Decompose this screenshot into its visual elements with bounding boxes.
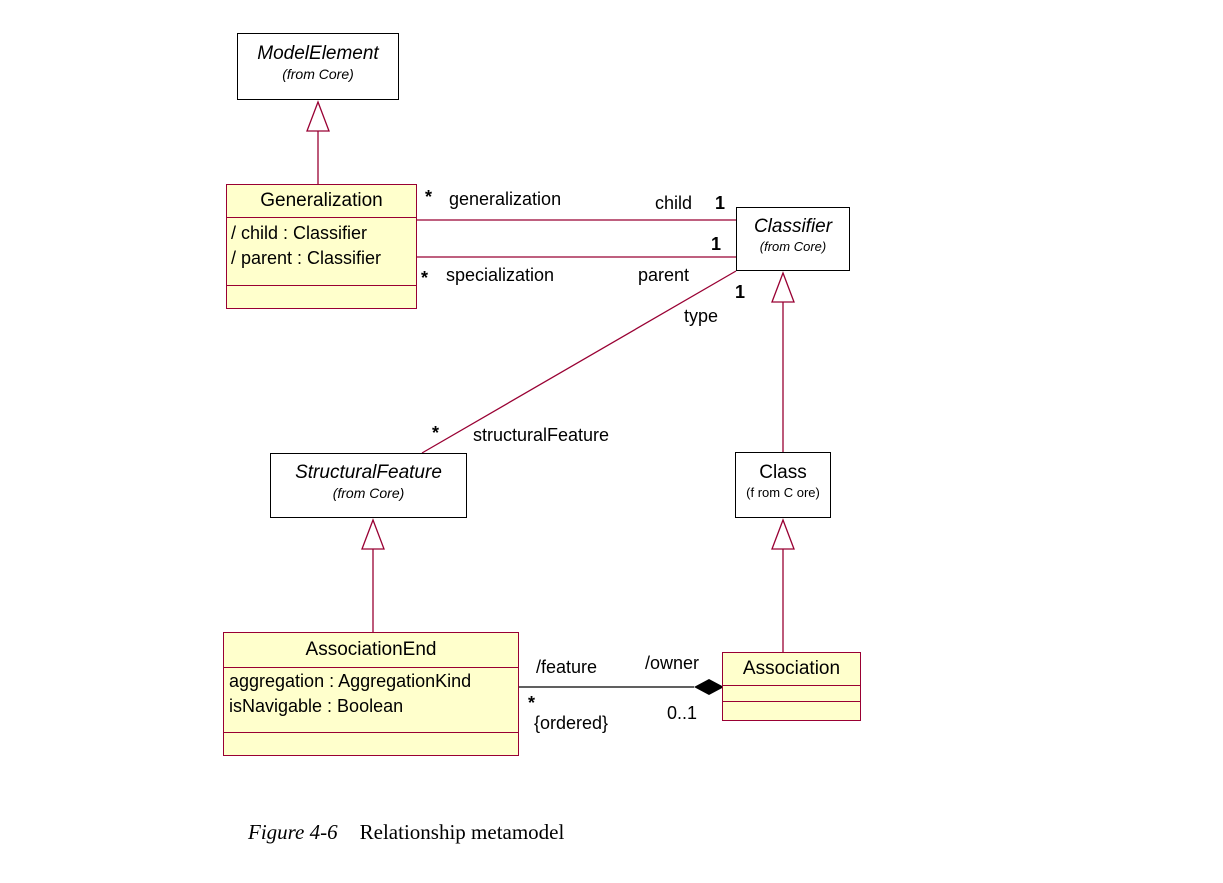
class-name: Class bbox=[759, 462, 807, 483]
association-attributes bbox=[723, 685, 860, 686]
association-type-line bbox=[421, 270, 737, 454]
classifier-stereo: (from Core) bbox=[759, 239, 827, 254]
child-target-role: child bbox=[655, 193, 693, 213]
inheritance-associationend-to-structuralfeature bbox=[361, 518, 385, 632]
inheritance-association-to-class bbox=[771, 518, 795, 652]
parent-target-role: parent bbox=[638, 265, 690, 285]
type-target-role: type bbox=[684, 306, 719, 326]
attribute-child: / child : Classifier bbox=[231, 223, 368, 243]
class-classifier: Classifier (from Core) bbox=[736, 207, 850, 271]
structural-feature-stereo: (from Core) bbox=[332, 485, 405, 501]
feature-constraint: {ordered} bbox=[534, 713, 609, 733]
child-target-multiplicity: 1 bbox=[715, 193, 726, 213]
feature-source-multiplicity: * bbox=[528, 693, 536, 713]
classifier-name: Classifier bbox=[753, 216, 833, 237]
attribute-parent: / parent : Classifier bbox=[231, 248, 382, 268]
association-end-attributes: aggregation : AggregationKind isNavigabl… bbox=[224, 667, 518, 719]
composition-diamond-icon bbox=[694, 679, 724, 695]
structural-feature-name: StructuralFeature bbox=[295, 462, 442, 483]
parent-source-multiplicity: * bbox=[421, 268, 429, 288]
feature-source-role: /feature bbox=[536, 657, 598, 677]
type-source-multiplicity: * bbox=[432, 423, 440, 443]
class-class: Class (f rom C ore) bbox=[735, 452, 831, 518]
figure-title: Relationship metamodel bbox=[359, 820, 565, 844]
class-stereo: (f rom C ore) bbox=[746, 485, 820, 500]
attribute-aggregation: aggregation : AggregationKind bbox=[229, 671, 472, 691]
association-end-operations bbox=[224, 732, 518, 733]
class-association-end: AssociationEnd aggregation : Aggregation… bbox=[223, 632, 519, 756]
figure-number: Figure 4-6 bbox=[248, 820, 338, 844]
generalization-name: Generalization bbox=[260, 190, 383, 211]
type-source-role: structuralFeature bbox=[473, 425, 610, 445]
inheritance-class-to-classifier bbox=[771, 271, 795, 452]
class-model-element: ModelElement (from Core) bbox=[237, 33, 399, 100]
model-element-name: ModelElement bbox=[257, 43, 379, 64]
child-source-role: generalization bbox=[449, 189, 562, 209]
child-source-multiplicity: * bbox=[425, 187, 433, 207]
generalization-attributes: / child : Classifier / parent : Classifi… bbox=[227, 217, 416, 271]
inheritance-generalization-to-modelelement bbox=[306, 100, 330, 184]
type-target-multiplicity: 1 bbox=[735, 282, 746, 302]
figure-caption: Figure 4-6 Relationship metamodel bbox=[248, 820, 564, 845]
feature-target-role: /owner bbox=[645, 653, 700, 673]
association-end-name: AssociationEnd bbox=[305, 639, 437, 660]
association-name: Association bbox=[742, 658, 841, 679]
association-operations bbox=[723, 701, 860, 702]
parent-target-multiplicity: 1 bbox=[711, 234, 722, 254]
class-structural-feature: StructuralFeature (from Core) bbox=[270, 453, 467, 518]
class-association: Association bbox=[722, 652, 861, 721]
model-element-stereo: (from Core) bbox=[282, 66, 354, 82]
generalization-operations bbox=[227, 285, 416, 286]
class-generalization: Generalization / child : Classifier / pa… bbox=[226, 184, 417, 309]
parent-source-role: specialization bbox=[446, 265, 555, 285]
attribute-is-navigable: isNavigable : Boolean bbox=[229, 696, 404, 716]
feature-target-multiplicity: 0..1 bbox=[667, 703, 698, 723]
